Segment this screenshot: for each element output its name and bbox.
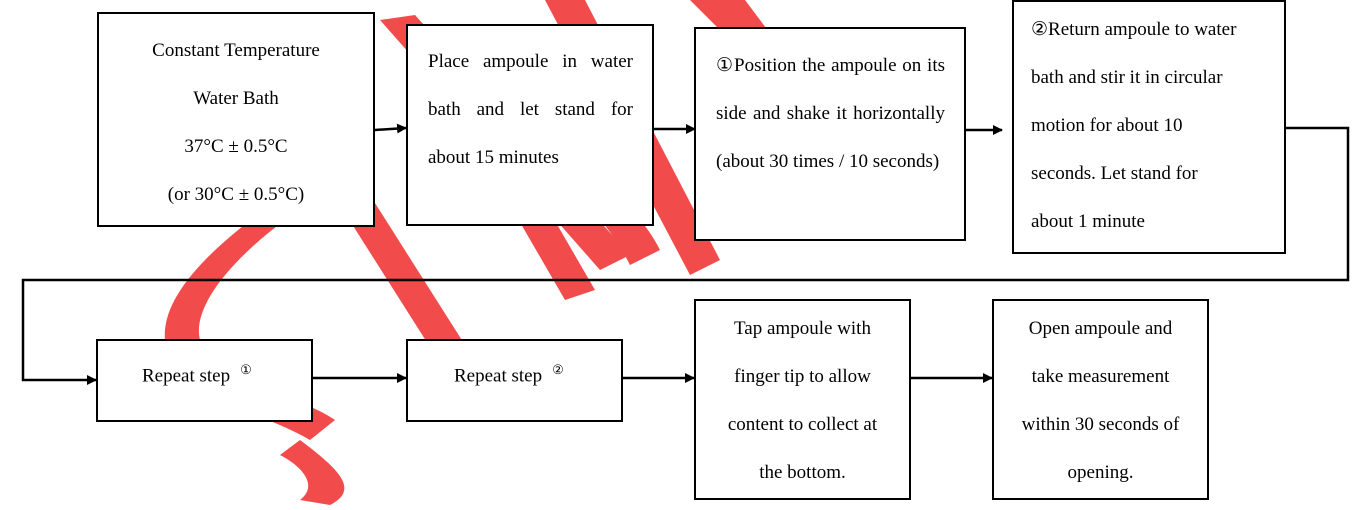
repeat1-label: Repeat step bbox=[142, 365, 231, 387]
step-repeat-1: Repeat step ① bbox=[96, 339, 313, 422]
tap-line-4: the bottom. bbox=[759, 462, 846, 483]
stir-line-1: ②Return ampoule to water bbox=[1031, 19, 1237, 40]
open-line-2: take measurement bbox=[1031, 366, 1170, 387]
bath-line-3: 37°C ± 0.5°C bbox=[184, 136, 288, 157]
step-open-ampoule: Open ampoule and take measurement within… bbox=[992, 299, 1209, 500]
repeat2-mark: ② bbox=[552, 362, 564, 377]
tap-line-2: finger tip to allow bbox=[734, 366, 871, 387]
tap-line-1: Tap ampoule with bbox=[734, 318, 871, 339]
repeat2-label: Repeat step bbox=[454, 365, 543, 387]
step-water-bath: Constant Temperature Water Bath 37°C ± 0… bbox=[97, 12, 375, 227]
stir-line-2: bath and stir it in circular bbox=[1031, 67, 1223, 88]
place-text: Place ampoule in water bath and let stan… bbox=[428, 51, 633, 168]
step-repeat-2: Repeat step ② bbox=[406, 339, 623, 422]
stir-line-3: motion for about 10 bbox=[1031, 115, 1183, 136]
bath-line-1: Constant Temperature bbox=[152, 40, 320, 61]
step-stir-ampoule: ②Return ampoule to water bath and stir i… bbox=[1012, 0, 1286, 254]
open-line-3: within 30 seconds of bbox=[1021, 414, 1180, 435]
open-line-4: opening. bbox=[1067, 462, 1134, 483]
bath-line-4: (or 30°C ± 0.5°C) bbox=[167, 184, 305, 205]
connector-stir-to-repeat1 bbox=[21, 126, 1350, 385]
step-tap-ampoule: Tap ampoule with finger tip to allow con… bbox=[694, 299, 911, 500]
tap-line-3: content to collect at bbox=[727, 414, 878, 435]
stir-line-5: about 1 minute bbox=[1031, 211, 1145, 232]
step-shake-ampoule: ①Position the ampoule on its side and sh… bbox=[694, 27, 966, 241]
open-line-1: Open ampoule and bbox=[1028, 318, 1173, 339]
watermark-stroke-7 bbox=[280, 440, 345, 505]
bath-line-2: Water Bath bbox=[193, 88, 279, 109]
repeat1-mark: ① bbox=[240, 362, 252, 377]
shake-text: ①Position the ampoule on its side and sh… bbox=[716, 55, 945, 172]
arrow-bath-to-place bbox=[374, 123, 407, 134]
stir-line-4: seconds. Let stand for bbox=[1031, 163, 1198, 184]
step-place-ampoule: Place ampoule in water bath and let stan… bbox=[406, 24, 654, 226]
